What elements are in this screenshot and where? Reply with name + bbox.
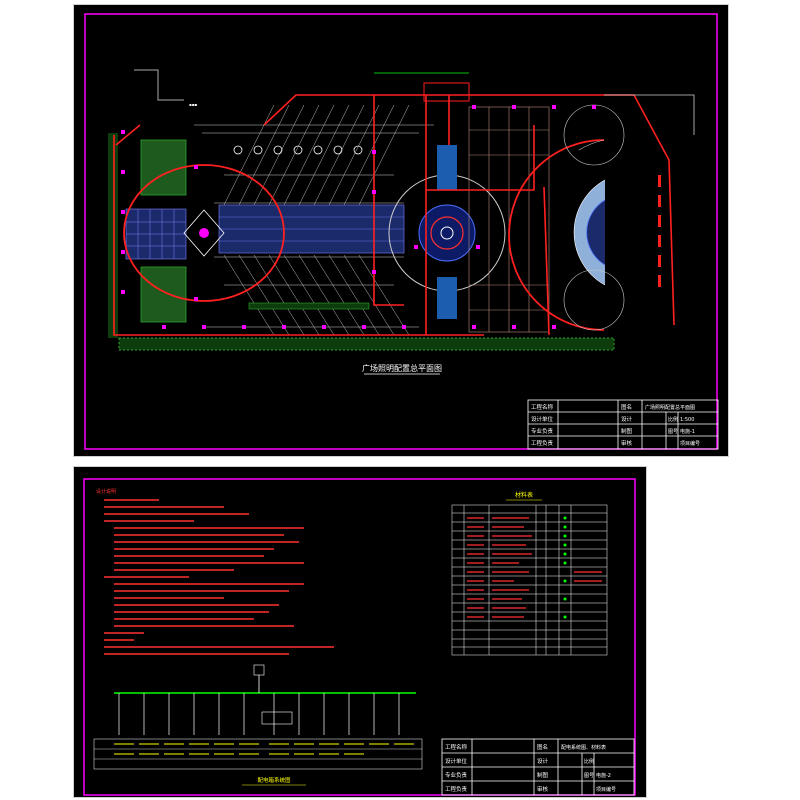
tb1-checker-label: 工程负责: [531, 439, 554, 447]
building-label: ▪▪▪: [189, 102, 197, 107]
diamond-feature: [183, 209, 225, 257]
right-building-outline: [604, 94, 695, 135]
tb2-checker-label: 工程负责: [445, 785, 468, 793]
tb2-project-no-label: 项目编号: [596, 786, 616, 793]
sheet2-frame: [83, 478, 636, 796]
tb1-design-label: 设计: [621, 415, 633, 423]
planting-bed-bottom: [140, 266, 187, 323]
light-fixtures: [121, 105, 596, 329]
plaza-diagonal-bottom: [223, 254, 410, 336]
plan-title: 广场照明配置总平面图: [362, 363, 442, 373]
green-border: [108, 133, 615, 351]
central-plaza-circle: [388, 174, 506, 292]
building-outline: [134, 69, 184, 101]
tb2-drawing-name: 配电系统图、材料表: [561, 744, 606, 751]
bollard-lights-row: [233, 145, 363, 155]
tb1-sheet-value: 电施-1: [680, 428, 695, 435]
diamond-center-fixture: [199, 228, 209, 238]
tb1-project-label: 工程名称: [531, 403, 554, 411]
right-column-fixtures: [658, 175, 661, 287]
central-channel: [218, 204, 405, 254]
tb2-sheet-label: 图号: [584, 773, 594, 779]
title-block-2: [441, 738, 635, 796]
materials-table-content: [467, 517, 602, 618]
tb2-scale-label: 比例: [584, 758, 594, 765]
tb1-project-no-label: 项目编号: [680, 440, 700, 447]
system-drawing-sheet: 设计说明 材料表: [73, 466, 647, 798]
design-notes-lines: [104, 499, 334, 655]
notes-title: 设计说明: [96, 488, 116, 495]
tb1-specialty-label: 专业负责: [531, 427, 554, 435]
system-diagram: [93, 664, 423, 770]
title-block-1: [527, 399, 719, 450]
system-diagram-title: 配电箱系统图: [257, 776, 291, 784]
left-ring-light-circuit: [123, 164, 285, 302]
materials-table-symbols: [563, 516, 567, 619]
tb2-draw-label: 制图: [537, 771, 549, 779]
water-path-bottom: [437, 277, 457, 319]
planting-strip: [248, 302, 370, 310]
tb2-specialty-label: 专业负责: [445, 771, 468, 779]
tb1-scale-value: 1:500: [680, 417, 694, 423]
distribution-panel: [423, 82, 470, 102]
water-path-top: [437, 145, 457, 190]
plan-drawing-canvas: ▪▪▪: [84, 13, 719, 450]
tb1-sheet-label: 图号: [668, 429, 678, 435]
tb2-project-label: 工程名称: [445, 743, 468, 751]
right-amphitheater: [508, 104, 625, 331]
tb2-design-unit-label: 设计单位: [445, 757, 468, 765]
tb1-drawing-name: 广场照明配置总平面图: [645, 404, 695, 411]
left-pool-grid: [125, 208, 187, 260]
tb2-check-label: 审核: [537, 785, 549, 793]
tb1-drawing-name-label: 图名: [621, 403, 632, 411]
tb1-check-label: 审核: [621, 439, 633, 447]
right-paving-grid: [468, 106, 550, 333]
tb1-scale-label: 比例: [668, 416, 678, 423]
tb1-design-unit-label: 设计单位: [531, 415, 554, 423]
plaza-diagonal-top: [223, 104, 410, 206]
tb2-design-label: 设计: [537, 757, 549, 765]
tb2-drawing-name-label: 图名: [537, 743, 548, 751]
tb1-draw-label: 制图: [621, 427, 633, 435]
plan-drawing-sheet: ▪▪▪: [73, 4, 729, 457]
materials-table-title: 材料表: [515, 491, 533, 499]
system-drawing-canvas: 设计说明 材料表: [83, 478, 636, 796]
materials-table-grid: [451, 504, 608, 656]
tb2-sheet-value: 电施-2: [596, 772, 611, 779]
sheet-frame: [84, 13, 718, 450]
